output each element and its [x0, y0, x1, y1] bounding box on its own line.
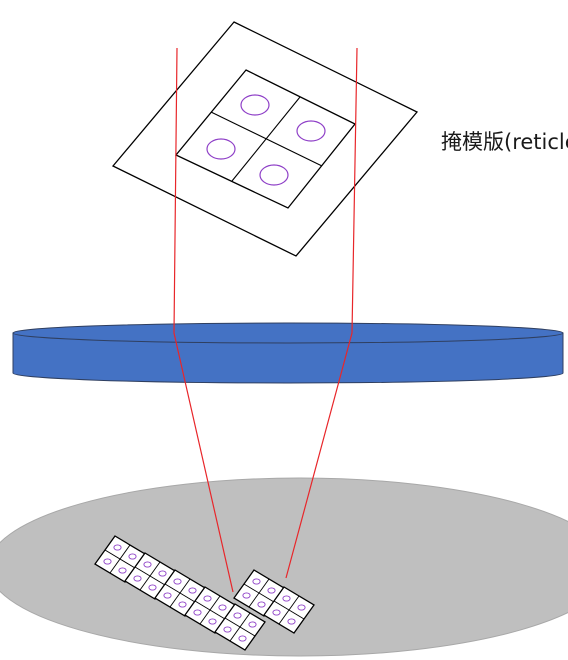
die-circle: [128, 553, 137, 560]
reticle-label: 掩模版(reticle: [441, 130, 568, 154]
die-circle: [208, 618, 217, 625]
die-circle: [148, 584, 157, 591]
field-grid-line: [194, 600, 226, 620]
wafer: [0, 477, 568, 657]
die-circle: [259, 164, 289, 186]
field-grid-line: [134, 566, 166, 586]
die-circle: [233, 612, 242, 619]
field-grid-line: [164, 583, 196, 603]
die-circle: [242, 592, 251, 599]
die-circle: [282, 595, 291, 602]
die-circle: [296, 120, 326, 142]
field-grid-line: [243, 583, 275, 603]
lens-body: [12, 332, 564, 384]
light-beams: [173, 47, 358, 593]
die-circle: [240, 94, 270, 116]
die-circle: [158, 570, 167, 577]
field-grid-line: [104, 549, 136, 569]
die-circle: [193, 609, 202, 616]
field-grid-line: [273, 600, 305, 620]
die-circle: [238, 635, 247, 642]
reticle-grid-line: [210, 111, 323, 167]
reticle-plate: [111, 21, 419, 257]
light-ray-left: [173, 47, 234, 593]
die-circle: [113, 544, 122, 551]
die-circle: [287, 618, 296, 625]
die-circle: [297, 604, 306, 611]
die-circle: [272, 609, 281, 616]
die-circle: [118, 567, 127, 574]
die-circle: [248, 621, 257, 628]
die-circle: [133, 575, 142, 582]
die-circle: [218, 604, 227, 611]
die-circle: [252, 578, 261, 585]
die-circle: [203, 595, 212, 602]
die-circle: [223, 626, 232, 633]
lens-top: [12, 322, 564, 344]
projection-lens: [12, 322, 564, 384]
die-circle: [178, 601, 187, 608]
die-circle: [267, 587, 276, 594]
light-ray-right: [285, 47, 358, 579]
die-circle: [257, 601, 266, 608]
die-circle: [206, 138, 236, 160]
die-circle: [143, 561, 152, 568]
die-circle: [103, 558, 112, 565]
exposed-fields: [94, 535, 315, 651]
reticle-pattern-frame: [174, 69, 357, 209]
die-circle: [163, 592, 172, 599]
die-circle: [188, 587, 197, 594]
reticle: [111, 21, 419, 257]
field-grid-line: [224, 617, 256, 637]
die-circle: [173, 578, 182, 585]
